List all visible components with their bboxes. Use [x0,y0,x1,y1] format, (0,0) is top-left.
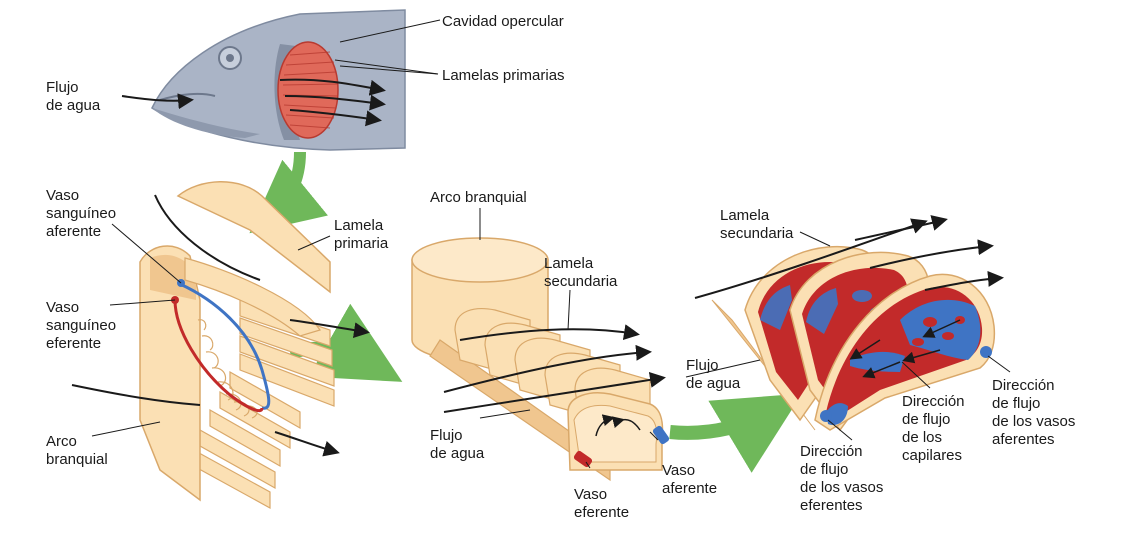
label-vaso-eferente-2: Vaso eferente [574,486,629,521]
label-lamela-primaria: Lamela primaria [334,217,389,252]
primary-lamella-illustration [411,237,670,482]
label-arco-branquial-1: Arco branquial [46,433,108,468]
label-vaso-eferente-1: Vaso sanguíneo eferente [46,299,120,352]
green-arrow-right-2 [669,393,803,473]
gill-arch-illustration [71,181,370,510]
label-arco-branquial-2: Arco branquial [430,189,527,206]
label-flujo-agua-1: Flujo de agua [46,79,101,114]
label-dir-eferentes: Dirección de flujo de los vasos eferente… [800,443,888,514]
fish-head-illustration [121,9,406,151]
label-flujo-agua-3: Flujo de agua [686,357,741,392]
label-flujo-agua-2: Flujo de agua [430,427,485,462]
label-lamelas-primarias: Lamelas primarias [442,67,565,84]
label-dir-capilares: Dirección de flujo de los capilares [902,393,969,464]
label-lamela-secundaria-2: Lamela secundaria [720,207,794,242]
label-vaso-aferente-1: Vaso sanguíneo aferente [46,187,120,240]
secondary-lamella-illustration [694,215,1004,432]
label-dir-aferentes: Dirección de flujo de los vasos aferente… [992,377,1080,448]
label-lamela-secundaria-1: Lamela secundaria [544,255,618,290]
leader-lines [91,19,1011,469]
label-vaso-aferente-2: Vaso aferente [662,462,717,497]
label-cavidad-opercular: Cavidad opercular [442,13,564,30]
